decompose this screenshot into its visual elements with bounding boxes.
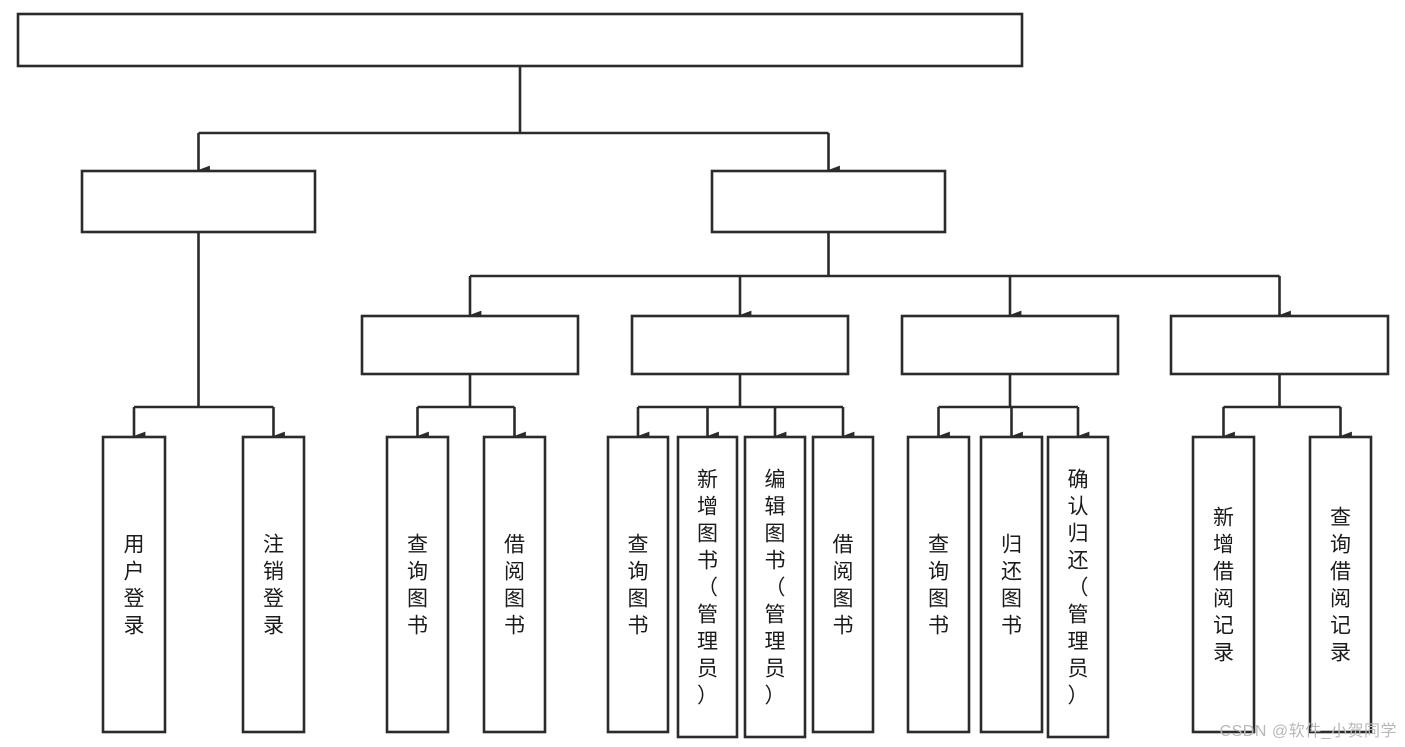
node-root[interactable] [16,12,1024,68]
node-box-leaf-edit-book [743,435,807,739]
node-label-leaf-add-borrow-record: 新增借阅记录 [1213,507,1234,665]
node-label-leaf-query-book-recommend: 查询图书 [407,534,428,638]
node-box-leaf-query-book-recommend [385,435,450,734]
node-label-leaf-edit-book: 编辑图书（管理员） [765,469,786,708]
node-label-leaf-add-book: 新增图书（管理员） [697,469,718,708]
node-label-leaf-query-book-borrow: 查询图书 [628,534,649,638]
connector-layer [132,66,1352,441]
node-box-leaf-query-borrow-record [1308,435,1373,734]
node-leaf-borrow-book[interactable]: 借阅图书 [811,435,875,734]
node-leaf-add-borrow-record[interactable]: 新增借阅记录 [1191,435,1256,734]
node-label-leaf-borrow-book-recommend: 借阅图书 [504,534,525,638]
node-leaf-confirm-return[interactable]: 确认归还（管理员） [1046,435,1110,739]
node-box-leaf-query-book-borrow [606,435,670,734]
node-leaf-add-book[interactable]: 新增图书（管理员） [676,435,739,739]
node-label-leaf-query-borrow-record: 查询借阅记录 [1330,507,1351,665]
node-box-leaf-user-logout [241,435,306,734]
node-label-leaf-return-book: 归还图书 [1001,534,1022,638]
node-leaf-borrow-book-recommend[interactable]: 借阅图书 [482,435,547,734]
node-current-borrow[interactable] [900,314,1120,376]
node-leaf-edit-book[interactable]: 编辑图书（管理员） [743,435,807,739]
node-box-leaf-add-borrow-record [1191,435,1256,734]
node-label-leaf-user-logout: 注销登录 [263,534,284,638]
node-box-root [16,12,1024,68]
node-leaf-query-book-recommend[interactable]: 查询图书 [385,435,450,734]
node-leaf-query-book-borrow[interactable]: 查询图书 [606,435,670,734]
node-new-book-recommend[interactable] [360,314,580,376]
node-box-leaf-confirm-return [1046,435,1110,739]
node-leaf-return-book[interactable]: 归还图书 [979,435,1044,734]
node-label-leaf-user-login: 用户登录 [124,534,145,638]
node-leaf-user-login[interactable]: 用户登录 [101,435,167,734]
node-box-leaf-borrow-book-recommend [482,435,547,734]
node-leaf-query-borrow-record[interactable]: 查询借阅记录 [1308,435,1373,734]
node-box-leaf-query-book-current [906,435,971,734]
node-leaf-query-book-current[interactable]: 查询图书 [906,435,971,734]
node-box-leaf-borrow-book [811,435,875,734]
node-box-leaf-add-book [676,435,739,739]
node-layer: 用户登录 注销登录 查询图书 借阅图书 查询图书 新增图书（管理员） 编辑图书（管理员） 借阅… [16,12,1390,739]
node-box-book-manage [710,169,947,234]
node-box-leaf-user-login [101,435,167,734]
node-box-user-login [80,169,317,234]
node-box-new-book-recommend [360,314,580,376]
node-user-login[interactable] [80,169,317,234]
node-book-borrow[interactable] [630,314,850,376]
node-box-current-borrow [900,314,1120,376]
node-borrow-record[interactable] [1169,314,1390,376]
node-label-leaf-borrow-book: 借阅图书 [833,534,854,638]
node-label-leaf-confirm-return: 确认归还（管理员） [1068,469,1089,708]
node-box-leaf-return-book [979,435,1044,734]
node-book-manage[interactable] [710,169,947,234]
node-box-borrow-record [1169,314,1390,376]
node-label-leaf-query-book-current: 查询图书 [928,534,949,638]
node-box-book-borrow [630,314,850,376]
node-leaf-user-logout[interactable]: 注销登录 [241,435,306,734]
